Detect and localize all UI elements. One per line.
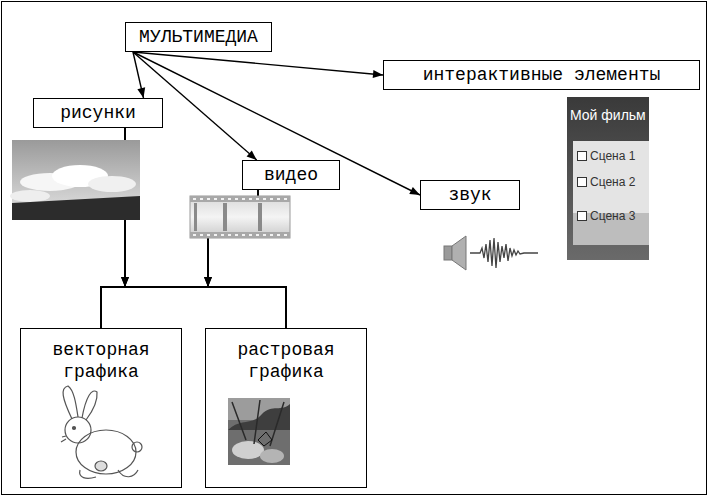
connector [133, 52, 383, 78]
connector-line [133, 52, 383, 75]
scene-label: Сцена 2 [590, 175, 635, 189]
arrow-head [121, 277, 129, 287]
scene-item: Сцена 2 [577, 175, 635, 189]
raster-photo [228, 398, 290, 465]
node-label: звук [448, 184, 491, 206]
film-strip [190, 196, 290, 238]
speaker-icon [444, 236, 538, 270]
connector [133, 52, 420, 195]
checkbox [577, 151, 587, 161]
arrow-head [121, 277, 129, 287]
node-box: интерактивные элементы [383, 60, 700, 90]
scene-label: Сцена 1 [590, 149, 635, 163]
node-box: векторная графика [20, 328, 182, 488]
node-label: рисунки [60, 102, 136, 124]
arrow-head [137, 87, 145, 98]
arrow-head [373, 70, 383, 78]
connector-line [133, 52, 257, 160]
node-label: растровая графика [214, 339, 358, 383]
scene-item: Сцена 1 [577, 149, 635, 163]
node-box: рисунки [33, 98, 163, 128]
arrow-head [204, 277, 212, 287]
scene-label: Сцена 3 [590, 209, 635, 223]
checkbox [577, 177, 587, 187]
scene-item: Сцена 3 [577, 209, 635, 223]
node-label: МУЛЬТИМЕДИА [139, 26, 258, 48]
arrow-head [409, 187, 420, 195]
connector-line [133, 52, 420, 195]
menu-panel: Мой фильмСцена 1 Сцена 2 Сцена 3 [567, 97, 649, 260]
connector [133, 52, 257, 160]
node-label: видео [264, 164, 318, 186]
arrow-head [204, 277, 212, 287]
rabbit-drawing [61, 386, 142, 478]
arrow-head [247, 150, 257, 160]
node-box: звук [420, 180, 520, 210]
clouds-picture [10, 140, 140, 220]
node-box: МУЛЬТИМЕДИА [125, 22, 272, 52]
node-box: растровая графика [205, 328, 367, 488]
node-label: векторная графика [29, 339, 173, 383]
node-label: интерактивные элементы [423, 64, 661, 86]
node-box: видео [242, 160, 340, 190]
connector [133, 52, 145, 98]
panel-title: Мой фильм [570, 107, 646, 123]
checkbox [577, 211, 587, 221]
panel-body: Сцена 1 Сцена 2 Сцена 3 [573, 141, 649, 245]
